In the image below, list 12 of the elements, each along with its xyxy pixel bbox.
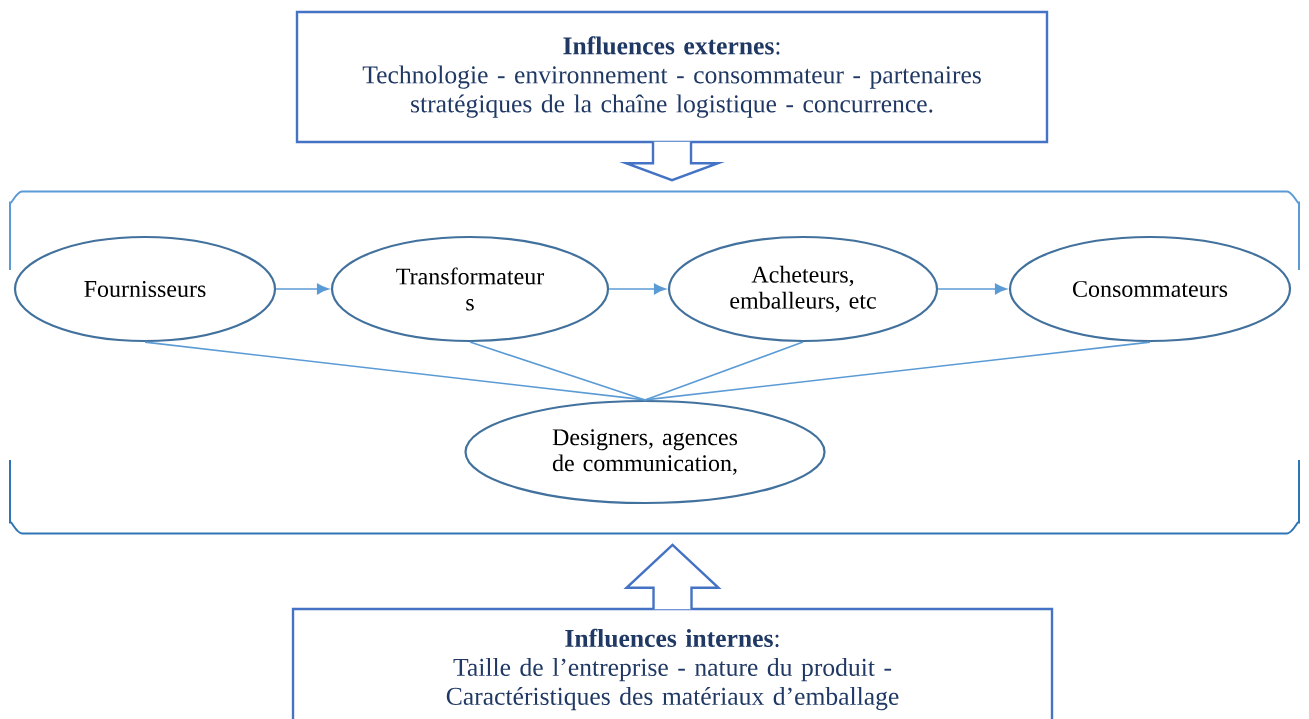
callout-box: Influences internes: Taille de l’entreprise - nature du produit - Caractéristiques des matériaux d’emballage xyxy=(291,607,1054,719)
callout-box: Influences externes: Technologie - environnement - consommateur - partenaires stratégiques de la chaîne logistique - concurrence. xyxy=(295,10,1049,144)
bracket-frame xyxy=(9,190,1300,535)
connector-line xyxy=(644,341,804,401)
connector-line xyxy=(144,341,646,401)
arrow xyxy=(937,283,1007,295)
block-arrow xyxy=(619,140,725,182)
connector-line xyxy=(644,341,1151,401)
block-arrow xyxy=(623,543,722,611)
arrow xyxy=(275,283,329,295)
connector-line xyxy=(469,341,646,401)
arrow xyxy=(608,283,666,295)
